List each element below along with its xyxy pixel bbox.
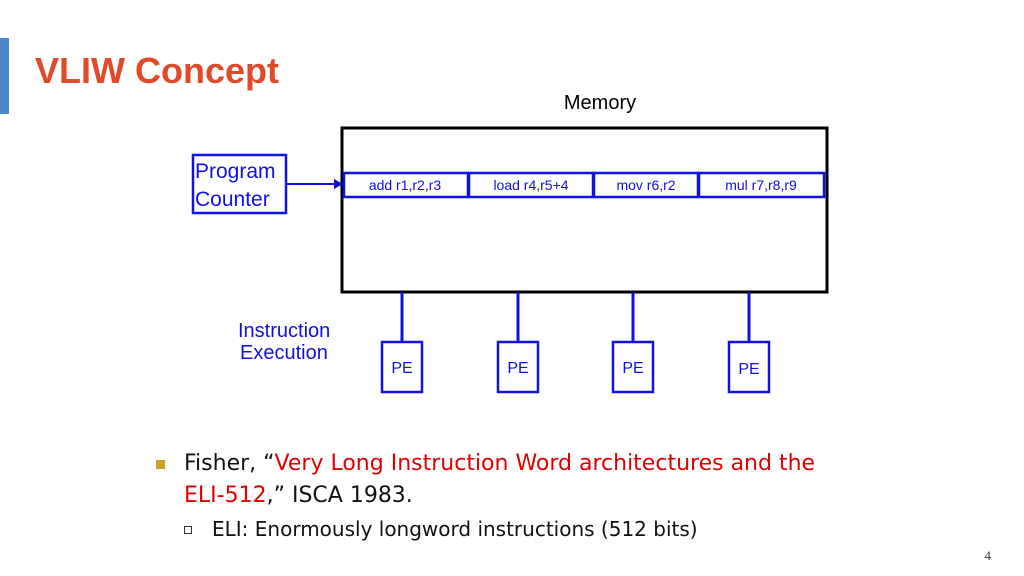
memory-box (340, 126, 829, 294)
instruction-word: add r1,r2,r3 load r4,r5+4 mov r6,r2 mul … (342, 171, 826, 199)
citation-title: Very Long Instruction Word architectures… (274, 451, 816, 476)
bullet-list: Fisher, “Very Long Instruction Word arch… (150, 448, 870, 544)
instruction-text: mul r7,r8,r9 (725, 177, 797, 193)
program-counter-box (191, 153, 288, 215)
instruction-text: load r4,r5+4 (493, 177, 568, 193)
instruction-execution-label: Instruction (238, 320, 330, 342)
memory-label: Memory (564, 92, 636, 114)
pe-label: PE (391, 360, 412, 377)
citation-prefix: Fisher, “ (184, 451, 275, 476)
pe-box (727, 340, 771, 394)
pe-label: PE (622, 360, 643, 377)
pe-box (496, 340, 540, 394)
pe-label: PE (507, 360, 528, 377)
citation-title-end: ELI-512 (184, 483, 267, 508)
instruction-cell (697, 171, 826, 199)
pe-box (380, 340, 424, 394)
citation-bullet: Fisher, “Very Long Instruction Word arch… (150, 448, 870, 512)
slide-title: VLIW Concept (35, 50, 279, 91)
program-counter-label: Program (195, 160, 276, 183)
program-counter-label: Counter (195, 188, 270, 211)
square-bullet-icon (156, 460, 165, 469)
instruction-cell (467, 171, 595, 199)
accent-bar (0, 38, 9, 114)
open-square-bullet-icon (184, 526, 192, 534)
pe-label: PE (738, 361, 759, 378)
instruction-text: mov r6,r2 (616, 177, 675, 193)
page-number: 4 (984, 548, 992, 563)
citation-suffix: ,” ISCA 1983. (266, 483, 413, 508)
sub-bullet-text: ELI: Enormously longword instructions (5… (212, 517, 698, 541)
pe-box (611, 340, 655, 394)
sub-bullet: ELI: Enormously longword instructions (5… (150, 514, 870, 544)
pc-arrow-head (334, 179, 343, 189)
instruction-execution-label: Execution (240, 342, 328, 364)
instruction-text: add r1,r2,r3 (369, 177, 442, 193)
